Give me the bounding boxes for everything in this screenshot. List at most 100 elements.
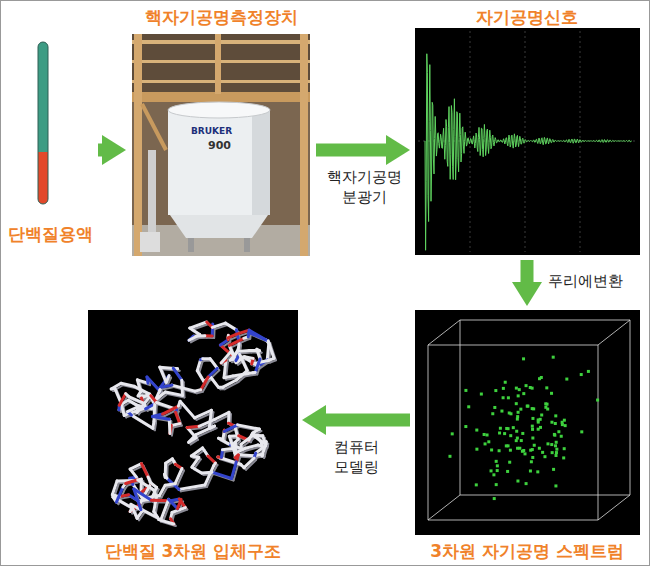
peak-dot xyxy=(531,448,534,451)
bond-stick xyxy=(147,377,160,391)
tube-upper xyxy=(38,42,48,152)
post xyxy=(215,34,221,94)
peak-dot xyxy=(539,426,542,429)
peak-dot xyxy=(484,442,487,445)
bond-stick xyxy=(119,394,125,406)
bond-stick xyxy=(168,419,172,433)
peak-dot xyxy=(515,430,518,433)
bond-stick xyxy=(134,386,149,394)
peak-dot xyxy=(467,405,470,408)
bond-stick xyxy=(152,404,156,422)
spectrum-panel xyxy=(415,310,640,535)
bond-stick xyxy=(263,436,266,446)
peak-dot xyxy=(563,419,566,422)
bond-stick xyxy=(169,499,178,508)
peak-dot xyxy=(492,473,495,476)
peak-dot xyxy=(531,436,534,439)
bond-stick xyxy=(129,397,144,404)
peak-dot xyxy=(504,381,507,384)
peak-dot xyxy=(543,455,546,458)
peak-dot xyxy=(493,497,496,500)
nmr-photo xyxy=(132,34,310,256)
wall xyxy=(132,34,310,256)
peak-dot xyxy=(550,392,553,395)
peak-dot xyxy=(475,483,478,486)
peak-dot xyxy=(509,449,512,452)
peak-dot xyxy=(587,370,590,373)
signal-grid xyxy=(418,31,637,252)
bond-stick xyxy=(180,380,184,395)
flow-arrow xyxy=(98,144,106,157)
bond-stick xyxy=(160,367,166,382)
peak-dot xyxy=(580,373,583,376)
bond-stick xyxy=(208,368,217,377)
peak-dot xyxy=(546,442,549,445)
post xyxy=(134,34,142,256)
bond-stick xyxy=(249,333,268,341)
peak-dot xyxy=(536,470,539,473)
bond-stick xyxy=(137,396,151,413)
bond-stick xyxy=(163,406,179,414)
peak-dot xyxy=(464,389,467,392)
peak-dot xyxy=(538,447,541,450)
bond-stick xyxy=(269,344,274,358)
arrow-label: 컴퓨터 모델링 xyxy=(318,438,394,477)
peak-dot xyxy=(525,384,528,387)
bond-stick xyxy=(225,323,236,330)
peak-dot xyxy=(517,394,520,397)
protein-panel xyxy=(88,310,298,535)
bond-stick xyxy=(190,322,207,328)
node-title: 단백질 3차원 입체구조 xyxy=(105,540,282,562)
peak-dot xyxy=(451,432,454,435)
protein-model xyxy=(111,322,276,526)
peak-dot xyxy=(487,440,490,443)
sample-tube: 단백질용액 xyxy=(4,40,96,245)
bond-stick xyxy=(227,412,231,423)
peak-dot xyxy=(508,411,511,414)
peak-dot xyxy=(498,449,501,452)
peak-dot xyxy=(545,386,548,389)
bond-stick xyxy=(238,425,260,429)
peak-dot xyxy=(532,407,535,410)
node-title: 3차원 자기공명 스펙트럼 xyxy=(430,540,624,562)
bond-stick xyxy=(232,462,237,479)
peak-dot xyxy=(507,444,510,447)
bond-stick xyxy=(192,467,202,473)
peak-dot xyxy=(531,456,534,459)
peak-dot xyxy=(519,408,522,411)
bond-stick xyxy=(138,480,154,490)
bond-stick xyxy=(131,415,152,428)
bond-stick xyxy=(175,468,182,483)
peak-dot xyxy=(550,443,553,446)
bond-stick xyxy=(178,499,182,508)
bond-stick xyxy=(257,349,260,359)
test-tube xyxy=(38,42,48,204)
bond-stick xyxy=(192,457,199,467)
bond-stick xyxy=(179,485,205,489)
magnet-leg xyxy=(188,238,194,252)
peak-dot xyxy=(555,454,558,457)
peak-dot xyxy=(540,376,543,379)
bond-stick xyxy=(197,360,200,371)
bond-stick xyxy=(134,489,152,500)
peak-dot xyxy=(502,396,505,399)
peak-dot xyxy=(515,387,518,390)
peak-dot xyxy=(551,451,554,454)
bond-stick xyxy=(236,371,247,380)
peak-dot xyxy=(531,417,534,420)
peak-dot xyxy=(518,388,521,391)
bond-stick xyxy=(210,359,217,369)
bond-stick xyxy=(224,360,226,377)
magnet-leg xyxy=(244,238,250,252)
bond-stick xyxy=(241,435,253,444)
peak-dot xyxy=(480,393,483,396)
peak-dot xyxy=(486,433,489,436)
fid-signal xyxy=(425,54,631,251)
peak-dot xyxy=(525,482,528,485)
arrow-label: 핵자기공명 분광기 xyxy=(318,168,410,207)
flow-arrow xyxy=(322,414,410,427)
peak-dot xyxy=(496,469,499,472)
peak-dot xyxy=(490,448,493,451)
peak-dot xyxy=(531,425,534,428)
